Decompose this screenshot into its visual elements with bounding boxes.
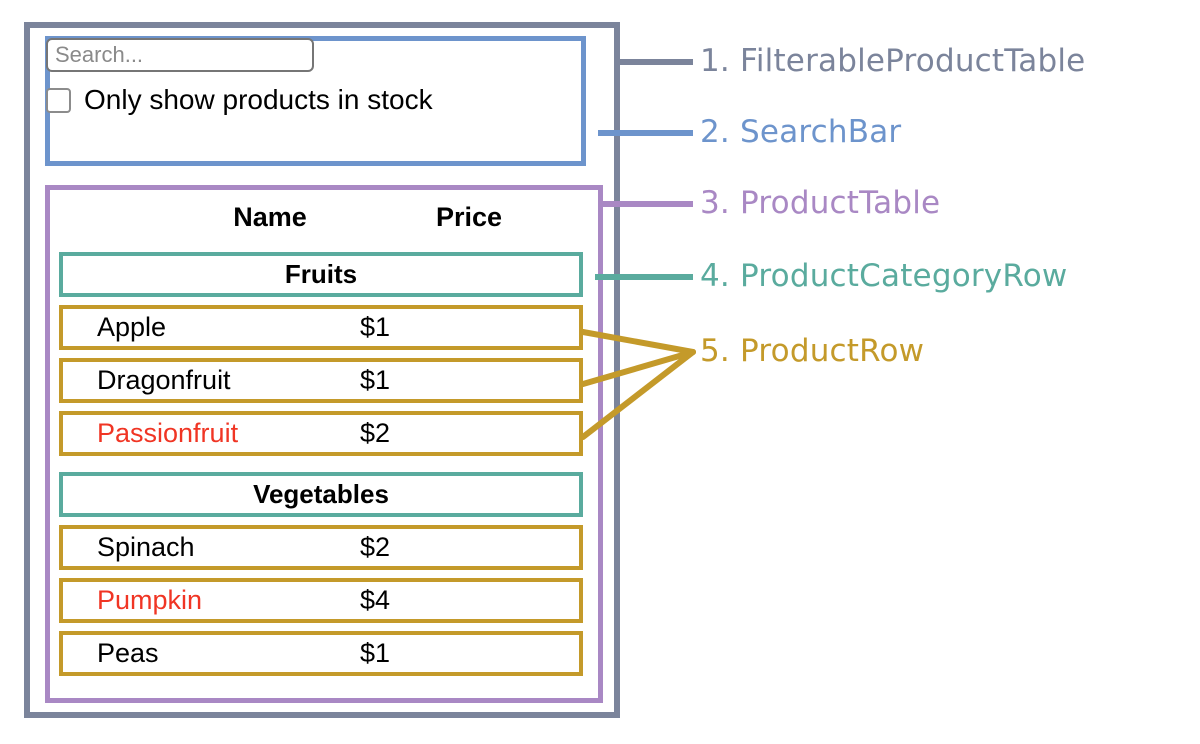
annotation-5: 5. ProductRow	[700, 336, 924, 367]
product-row[interactable]: Spinach $2	[59, 525, 583, 570]
column-header-name: Name	[233, 202, 307, 232]
product-row[interactable]: Pumpkin $4	[59, 578, 583, 623]
product-name: Dragonfruit	[97, 365, 231, 395]
product-category-row: Vegetables	[59, 472, 583, 517]
product-name: Peas	[97, 638, 159, 668]
product-row[interactable]: Peas $1	[59, 631, 583, 676]
annotation-label: ProductTable	[740, 185, 941, 221]
column-header-price: Price	[435, 202, 503, 232]
annotation-label: SearchBar	[740, 114, 902, 150]
leader-line-product-category-row	[595, 274, 693, 280]
product-name: Apple	[97, 312, 167, 342]
annotation-number: 4.	[700, 258, 730, 294]
product-name: Spinach	[97, 532, 195, 562]
product-price: $1	[360, 638, 391, 668]
annotation-2: 2. SearchBar	[700, 117, 901, 148]
annotation-label: FilterableProductTable	[740, 43, 1086, 79]
search-input[interactable]	[46, 38, 314, 72]
product-price: $2	[360, 532, 391, 562]
product-price: $2	[360, 418, 391, 448]
annotation-number: 2.	[700, 114, 730, 150]
product-table-header-row: Name Price	[45, 196, 585, 238]
leader-line-filterable-product-table	[620, 59, 693, 65]
annotation-1: 1. FilterableProductTable	[700, 46, 1085, 77]
leader-line-search-bar	[598, 130, 693, 136]
product-name: Passionfruit	[97, 418, 239, 448]
annotation-4: 4. ProductCategoryRow	[700, 261, 1067, 292]
product-row[interactable]: Dragonfruit $1	[59, 358, 583, 403]
product-category-row: Fruits	[59, 252, 583, 297]
leader-line-product-row	[580, 329, 696, 440]
annotation-label: ProductCategoryRow	[740, 258, 1068, 294]
in-stock-filter-row[interactable]: Only show products in stock	[46, 86, 433, 114]
annotation-label: ProductRow	[740, 333, 925, 369]
product-price: $1	[360, 365, 391, 395]
in-stock-checkbox-label: Only show products in stock	[84, 84, 433, 115]
product-price: $1	[360, 312, 391, 342]
product-name: Pumpkin	[97, 585, 203, 615]
leader-line-product-table	[598, 201, 693, 207]
product-row[interactable]: Apple $1	[59, 305, 583, 350]
annotation-number: 3.	[700, 185, 730, 221]
product-price: $4	[360, 585, 391, 615]
annotation-3: 3. ProductTable	[700, 188, 940, 219]
product-row[interactable]: Passionfruit $2	[59, 411, 583, 456]
annotation-number: 1.	[700, 43, 730, 79]
in-stock-checkbox[interactable]	[46, 87, 71, 113]
annotation-number: 5.	[700, 333, 730, 369]
